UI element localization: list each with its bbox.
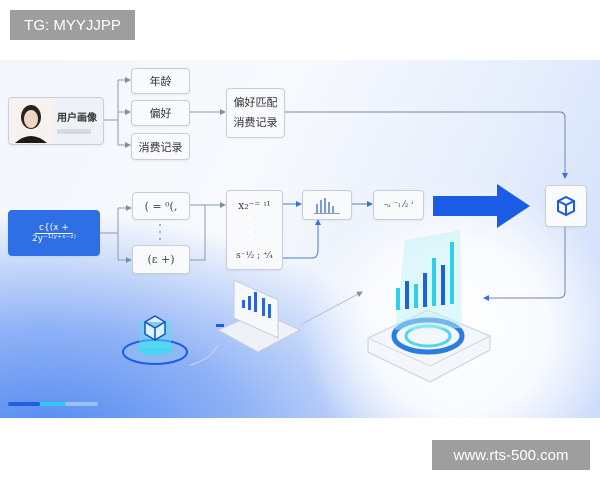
formula-denominator: 2y⁻¹⁽ʸ⁺ˣ⁻ᶻ⁾	[32, 233, 76, 244]
cube-icon	[557, 195, 575, 217]
cube-pedestal-illustration	[122, 315, 188, 365]
avatar	[9, 99, 53, 143]
filter-box: -ᵤ ⁻ₗ ⁄₂ ⁱ	[373, 190, 424, 220]
formula-box-1: ( = ⁰(,	[132, 192, 190, 220]
preference-match-box: 偏好匹配 消费记录	[226, 88, 285, 138]
platform-bar	[414, 284, 418, 308]
attribute-age: 年龄	[131, 68, 190, 94]
watermark-top: TG: MYYJJPP	[10, 10, 135, 40]
formula-card: c{(x + 2y⁻¹⁽ʸ⁺ˣ⁻ᶻ⁾	[8, 210, 100, 256]
formula-numerator: c{(x +	[35, 223, 73, 234]
connector-lines	[8, 77, 568, 406]
diagram-scene: 用户画像 年龄 偏好 消费记录 偏好匹配 消费记录 c{(x + 2y⁻¹⁽ʸ⁺…	[0, 60, 600, 418]
watermark-bottom: www.rts-500.com	[432, 440, 590, 470]
platform-bar	[441, 265, 445, 305]
user-profile-subtitle	[57, 128, 91, 134]
user-profile-card: 用户画像	[8, 97, 104, 145]
vector-top: x₂⁻⁼ ᶦ¹	[238, 199, 271, 212]
histogram-icon	[314, 198, 340, 214]
model-cube-box	[545, 185, 587, 227]
platform-bar	[423, 273, 427, 307]
platform-bar	[396, 288, 400, 310]
attribute-preference: 偏好	[131, 100, 190, 126]
vector-box: x₂⁻⁼ ᶦ¹ s⁻¹⁄₂ ; ⁺⁄₄	[226, 190, 283, 270]
big-arrow-icon	[433, 184, 530, 228]
monitor-illustration	[216, 279, 302, 353]
platform-bar	[432, 258, 436, 306]
platform-bar	[405, 281, 409, 309]
vector-bottom: s⁻¹⁄₂ ; ⁺⁄₄	[236, 251, 273, 261]
formula-box-2: (ɛ +)	[132, 245, 190, 274]
progress-indicator	[8, 402, 98, 406]
attribute-consumption: 消费记录	[131, 133, 190, 160]
user-profile-title: 用户画像	[57, 112, 97, 124]
platform-bars	[396, 242, 454, 310]
histogram-box	[302, 190, 352, 220]
platform-bar	[450, 242, 454, 304]
data-platform-illustration	[367, 230, 491, 383]
match-line-2: 消费记录	[233, 116, 278, 129]
match-line-1: 偏好匹配	[233, 96, 278, 109]
